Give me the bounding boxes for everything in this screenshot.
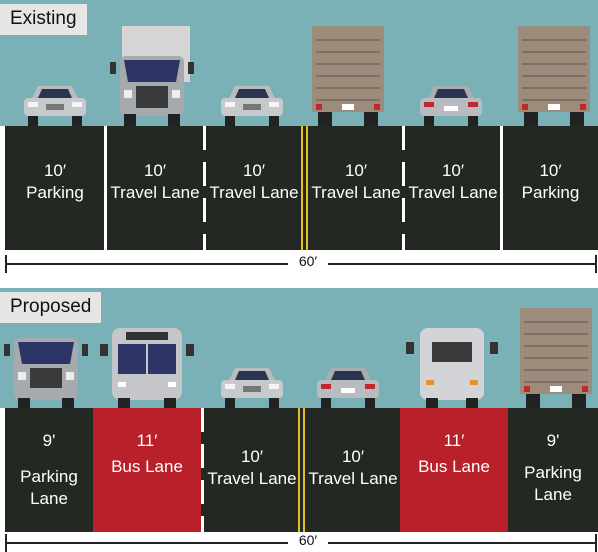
lane-width: 10′ xyxy=(441,161,465,180)
lane-name: Parking xyxy=(26,183,84,203)
lane-name: Travel Lane xyxy=(110,183,200,203)
lane-bus: 11′ Bus Lane xyxy=(93,408,201,532)
lane-travel: 10′ Travel Lane xyxy=(206,160,302,250)
lane-name: Travel Lane xyxy=(311,183,401,203)
proposed-road: 9' Parking Lane 11′ Bus Lane 10′ Travel … xyxy=(5,408,598,532)
car-rear-icon xyxy=(420,86,482,126)
lane-parking: 9' Parking Lane xyxy=(5,430,93,532)
lane-name: Parking Lane xyxy=(20,467,78,509)
existing-panel: Existing 10′ Parking 10′ Travel Lane 10′… xyxy=(0,0,598,273)
box-truck-rear-icon xyxy=(518,26,590,126)
lane-width: 9' xyxy=(546,431,560,450)
lane-bus: 11′ Bus Lane xyxy=(400,408,508,532)
total-width-dimension: 60′ xyxy=(5,532,597,552)
proposed-panel: Proposed 9' Parking Lane 11′ Bus Lane 10… xyxy=(0,288,598,552)
total-width-label: 60′ xyxy=(288,532,328,548)
lane-name: Parking Lane xyxy=(524,463,582,505)
lane-travel: 10′ Travel Lane xyxy=(305,446,401,532)
lane-name: Travel Lane xyxy=(209,183,299,203)
existing-sky xyxy=(0,0,598,126)
lane-line-dashed xyxy=(402,126,405,250)
lane-width: 10′ xyxy=(242,161,266,180)
lane-width: 10′ xyxy=(344,161,368,180)
total-width-dimension: 60′ xyxy=(5,253,597,273)
lane-travel: 10′ Travel Lane xyxy=(405,160,501,250)
lane-name: Travel Lane xyxy=(207,469,297,489)
lane-name: Parking xyxy=(521,183,580,203)
lane-line-dashed xyxy=(203,126,206,250)
lane-width: 11′ xyxy=(136,431,158,450)
lane-name: Bus Lane xyxy=(111,457,183,477)
lane-parking: 10′ Parking xyxy=(5,160,105,250)
lane-parking: 9' Parking Lane xyxy=(508,430,598,532)
lane-name: Travel Lane xyxy=(408,183,498,203)
bus-icon xyxy=(100,328,194,408)
lane-name: Bus Lane xyxy=(418,457,490,477)
car-icon xyxy=(221,86,283,126)
dimension-tick xyxy=(595,534,597,552)
truck-icon xyxy=(4,338,88,408)
proposed-title: Proposed xyxy=(0,292,102,323)
lane-travel: 10′ Travel Lane xyxy=(308,160,404,250)
lane-parking: 10′ Parking xyxy=(503,160,598,250)
box-truck-rear-icon xyxy=(520,308,592,408)
lane-travel: 10′ Travel Lane xyxy=(204,446,300,532)
lane-width: 11′ xyxy=(443,431,465,450)
center-line xyxy=(298,408,305,532)
truck-icon xyxy=(110,26,194,126)
lane-width: 10′ xyxy=(341,447,365,466)
lane-width: 10′ xyxy=(143,161,167,180)
car-icon xyxy=(221,368,283,408)
lane-line-dashed xyxy=(201,408,204,532)
center-line xyxy=(301,126,308,250)
total-width-label: 60′ xyxy=(288,253,328,269)
lane-travel: 10′ Travel Lane xyxy=(107,160,203,250)
car-rear-icon xyxy=(317,368,379,408)
car-icon xyxy=(24,86,86,126)
existing-road: 10′ Parking 10′ Travel Lane 10′ Travel L… xyxy=(5,126,598,250)
lane-width: 10′ xyxy=(240,447,264,466)
lane-width: 10′ xyxy=(539,161,562,180)
lane-line-solid xyxy=(104,126,107,250)
lane-line-solid xyxy=(500,126,503,250)
lane-name: Travel Lane xyxy=(308,469,398,489)
bus-rear-icon xyxy=(406,328,498,408)
existing-title: Existing xyxy=(0,4,87,35)
lane-width: 10′ xyxy=(43,161,67,180)
lane-width: 9' xyxy=(42,431,56,450)
dimension-tick xyxy=(595,255,597,273)
box-truck-rear-icon xyxy=(312,26,384,126)
